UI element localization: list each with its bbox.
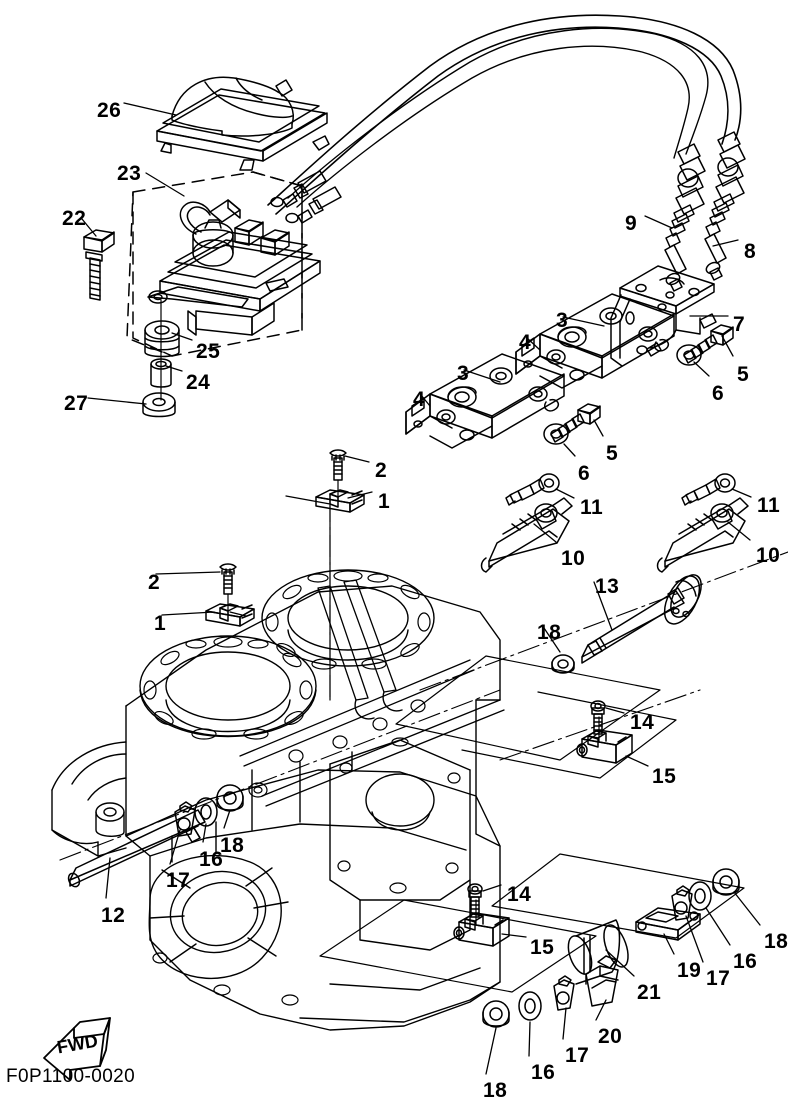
callout-clamp-screw-lower: 14 (507, 883, 532, 906)
cable-end-fitting-9 (664, 143, 706, 292)
callout-bracket-washer: 6 (712, 382, 725, 405)
callout-valve-shaft-oil-seal-center: 18 (483, 1079, 508, 1102)
callout-servo-motor-assembly-group: 23 (117, 162, 142, 185)
valve-stopper-upper (315, 449, 365, 513)
valve-housing-gasket-lower-4 (405, 393, 493, 449)
callout-exhaust-valve-cable-right: 8 (744, 240, 757, 263)
callout-valve-housing-gasket-upper: 4 (519, 331, 532, 354)
valve-lever-bolt-right (681, 473, 736, 506)
bracket-washer-6 (676, 344, 702, 366)
callout-valve-lever-arm-right: 10 (756, 544, 781, 567)
callout-valve-stopper-screw-lower: 2 (148, 571, 161, 594)
callout-valve-housing-lower: 3 (457, 362, 470, 385)
exhaust-valve-shaft-13 (581, 574, 702, 664)
callout-valve-shaft-clamp-upper: 15 (652, 765, 677, 788)
servo-mount-bolt-22 (83, 229, 115, 301)
callout-valve-housing-gasket-lower: 4 (413, 388, 426, 411)
clamp-screw-upper-14 (590, 700, 606, 735)
callout-valve-shaft-clamp-lower: 15 (530, 936, 555, 959)
servo-cover-26 (156, 76, 330, 171)
leader-lines (81, 102, 761, 1075)
valve-shaft-seal-18-mid (551, 654, 575, 674)
valve-shaft-clamp-upper (576, 716, 633, 764)
callout-valve-shaft-oil-seal-right: 18 (764, 930, 788, 953)
callout-valve-shaft-washer-center: 16 (531, 1061, 556, 1084)
valve-shaft-clip-right-17 (671, 885, 693, 921)
valve-lever-left (480, 497, 573, 573)
callout-valve-stopper-plate-upper: 1 (378, 490, 391, 513)
valve-stopper-lower (205, 563, 255, 627)
callout-servo-lower-mount-rubber: 27 (64, 392, 89, 415)
callout-servo-mount-bolt: 22 (62, 207, 87, 230)
callout-valve-lever-arm-left: 10 (561, 547, 586, 570)
valve-shaft-bushing-21 (567, 919, 629, 985)
valve-lever-bolt-left (505, 473, 560, 506)
cable-end-fitting-8 (704, 131, 746, 281)
callout-valve-shaft-oil-seal-left: 18 (220, 834, 245, 857)
clamp-screw-lower-14 (467, 883, 483, 918)
valve-housing-washer-6 (543, 423, 569, 445)
callout-valve-shaft-clip-left: 17 (166, 869, 191, 892)
callout-valve-shaft-oil-seal-mid: 18 (537, 621, 562, 644)
valve-shaft-clip-center-17 (553, 975, 575, 1011)
valve-housing-upper-3 (539, 293, 675, 379)
callout-servo-damper-grommet: 25 (196, 340, 221, 363)
callout-valve-shaft-spring-clip: 20 (598, 1025, 623, 1048)
callout-valve-lever-bolt-left: 11 (580, 496, 604, 519)
valve-shaft-washer-center-16 (518, 991, 542, 1021)
callout-exhaust-valve-servo-cover: 26 (97, 99, 122, 122)
fwd-arrow (43, 1017, 111, 1081)
exhaust-valve-cable-outer (267, 14, 742, 215)
callout-exhaust-valve-cable-left: 9 (625, 212, 638, 235)
callout-valve-shaft-clip-right: 17 (706, 967, 731, 990)
callout-valve-housing-washer: 6 (578, 462, 591, 485)
callout-exhaust-valve-shaft-long: 12 (101, 904, 126, 927)
callout-valve-housing-bolt: 5 (606, 442, 619, 465)
valve-shaft-washer-right-16 (688, 881, 712, 911)
callout-valve-shaft-bushing: 21 (637, 981, 662, 1004)
diagram-id: F0P1100-0020 (6, 1066, 136, 1087)
valve-shaft-clip-left-17 (174, 801, 196, 837)
callout-valve-housing-upper: 3 (556, 309, 569, 332)
callout-valve-shaft-clip-center: 17 (565, 1044, 590, 1067)
callout-bracket-bolt: 5 (737, 363, 750, 386)
callout-valve-shaft-washer-left: 16 (199, 848, 224, 871)
callout-valve-shaft-washer-right: 16 (733, 950, 758, 973)
valve-lever-right (656, 497, 749, 573)
servo-motor-assembly (147, 199, 321, 336)
callout-clamp-screw-upper: 14 (630, 711, 655, 734)
callout-valve-shaft-retainer-plate: 19 (677, 959, 702, 982)
cable-adjuster-fittings (270, 170, 342, 224)
callout-servo-collar-spacer: 24 (186, 371, 211, 394)
exhaust-valve-shaft-12 (67, 809, 206, 888)
servo-lower-mount-27 (142, 392, 176, 418)
exhaust-valve-cable-inner (287, 27, 709, 208)
callout-cable-mounting-bracket: 7 (733, 313, 746, 336)
callout-valve-lever-bolt-right: 11 (757, 494, 781, 517)
callout-valve-stopper-screw-upper: 2 (375, 459, 388, 482)
valve-shaft-seal-center-18 (482, 1000, 510, 1028)
assembly-guide-outlines (229, 495, 745, 993)
callout-valve-stopper-plate-lower: 1 (154, 612, 167, 635)
servo-damper-25 (144, 320, 180, 358)
callout-exhaust-valve-shaft-short: 13 (595, 575, 620, 598)
